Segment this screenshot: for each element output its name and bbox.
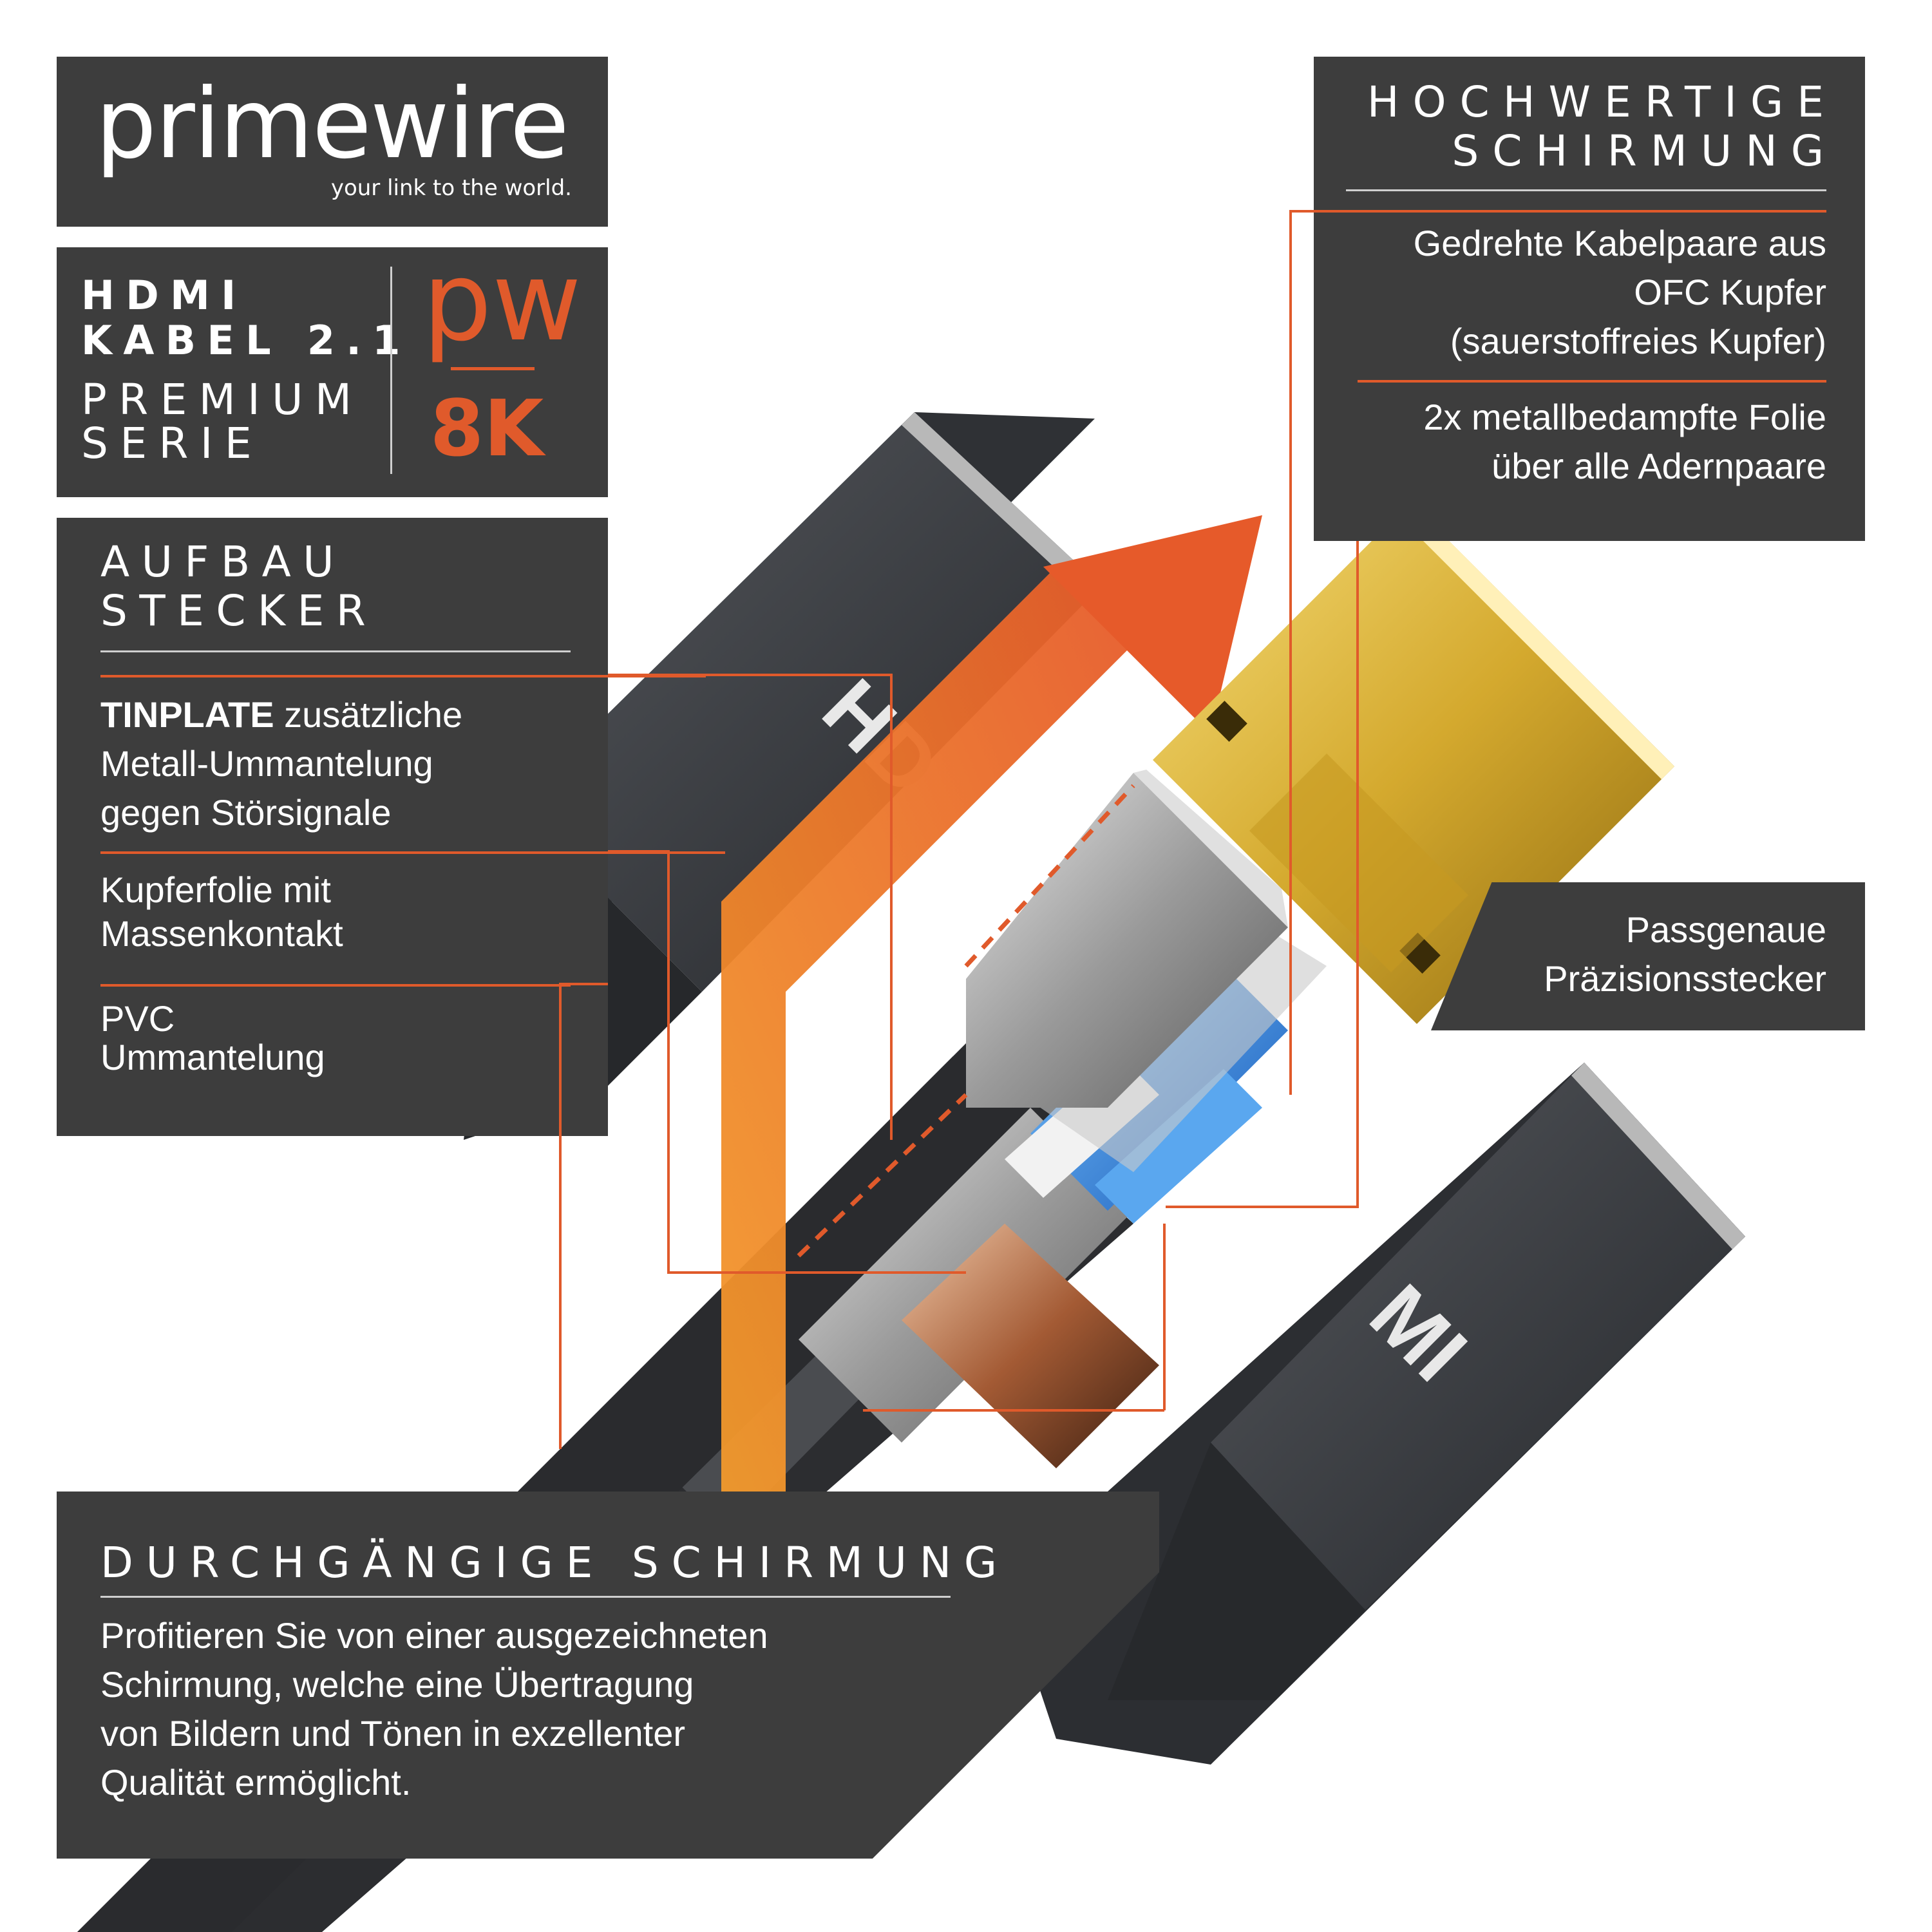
aufbau-item3-rule xyxy=(100,984,571,987)
aufbau-item1-text: zusätzliche xyxy=(274,694,463,735)
aufbau-title-line1: AUFBAU xyxy=(100,537,346,587)
schirmung-item2-line1: 2x metallbedampfte Folie xyxy=(1423,397,1826,437)
pw-logo-icon: pw xyxy=(422,238,582,366)
aufbau-item3-line1: PVC xyxy=(100,998,175,1039)
aufbau-item1-line3: gegen Störsignale xyxy=(100,792,392,833)
durchgaengig-line3: von Bildern und Tönen in exzellenter xyxy=(100,1713,686,1754)
aufbau-item3-line2: Ummantelung xyxy=(100,1037,325,1077)
brand-tagline: your link to the world. xyxy=(330,175,572,201)
aufbau-title-rule xyxy=(100,650,571,652)
aufbau-title-line2: STECKER xyxy=(100,586,378,636)
aufbau-item3: PVC Ummantelung xyxy=(100,999,325,1077)
aufbau-item1-line2: Metall-Ummantelung xyxy=(100,743,433,784)
product-divider xyxy=(390,267,392,474)
schirmung-title-line1: HOCHWERTIGE xyxy=(1367,77,1838,127)
aufbau-item2-rule xyxy=(100,851,725,854)
aufbau-item1-rule xyxy=(100,675,706,677)
schirmung-title-line2: SCHIRMUNG xyxy=(1452,126,1838,176)
product-line3: PREMIUM xyxy=(81,375,364,424)
schirmung-item1-rule xyxy=(1291,210,1826,213)
product-line1: HDMI xyxy=(81,272,247,319)
stecker-line1: Passgenaue xyxy=(1625,909,1826,950)
aufbau-item1-bold: TINPLATE xyxy=(100,694,274,735)
aufbau-item1: TINPLATE zusätzliche Metall-Ummantelung … xyxy=(100,690,462,837)
schirmung-item2-rule xyxy=(1358,380,1826,383)
schirmung-item1-line3: (sauerstoffreies Kupfer) xyxy=(1450,321,1826,361)
durchgaengig-line4: Qualität ermöglicht. xyxy=(100,1762,412,1803)
brand-logo: primewire xyxy=(95,68,569,180)
durchgaengig-line2: Schirmung, welche eine Übertragung xyxy=(100,1664,694,1705)
schirmung-item1-line1: Gedrehte Kabelpaare aus xyxy=(1413,223,1826,263)
durchgaengig-line1: Profitieren Sie von einer ausgezeichnete… xyxy=(100,1615,768,1656)
brand-panel: primewire your link to the world. xyxy=(57,57,608,227)
schirmung-panel: HOCHWERTIGE SCHIRMUNG Gedrehte Kabelpaar… xyxy=(1291,57,1865,541)
stecker-text: Passgenaue Präzisionsstecker xyxy=(1544,905,1826,1003)
product-panel: HDMI KABEL 2.1 PREMIUM SERIE pw 8K xyxy=(57,241,608,497)
durchgaengig-title: DURCHGÄNGIGE SCHIRMUNG xyxy=(100,1538,1010,1587)
aufbau-item2: Kupferfolie mit Massenkontakt xyxy=(100,868,343,956)
schirmung-item1: Gedrehte Kabelpaare aus OFC Kupfer (saue… xyxy=(1414,219,1826,366)
schirmung-item2-line2: über alle Adernpaare xyxy=(1492,446,1826,486)
schirmung-title-rule xyxy=(1346,189,1826,191)
durchgaengig-title-rule xyxy=(100,1596,951,1598)
product-logo-rule xyxy=(451,367,535,370)
aufbau-panel: AUFBAU STECKER TINPLATE zusätzliche Meta… xyxy=(57,518,725,1136)
durchgaengig-text: Profitieren Sie von einer ausgezeichnete… xyxy=(100,1611,768,1807)
product-line4: SERIE xyxy=(81,419,264,468)
stecker-line2: Präzisionsstecker xyxy=(1544,958,1826,999)
product-resolution: 8K xyxy=(430,384,544,474)
stecker-panel: Passgenaue Präzisionsstecker xyxy=(1431,882,1865,1030)
schirmung-item1-line2: OFC Kupfer xyxy=(1634,272,1826,312)
product-line2: KABEL 2.1 xyxy=(81,317,412,364)
schirmung-item2: 2x metallbedampfte Folie über alle Adern… xyxy=(1423,393,1826,491)
aufbau-item2-line1: Kupferfolie mit xyxy=(100,869,331,910)
aufbau-item2-line2: Massenkontakt xyxy=(100,913,343,954)
